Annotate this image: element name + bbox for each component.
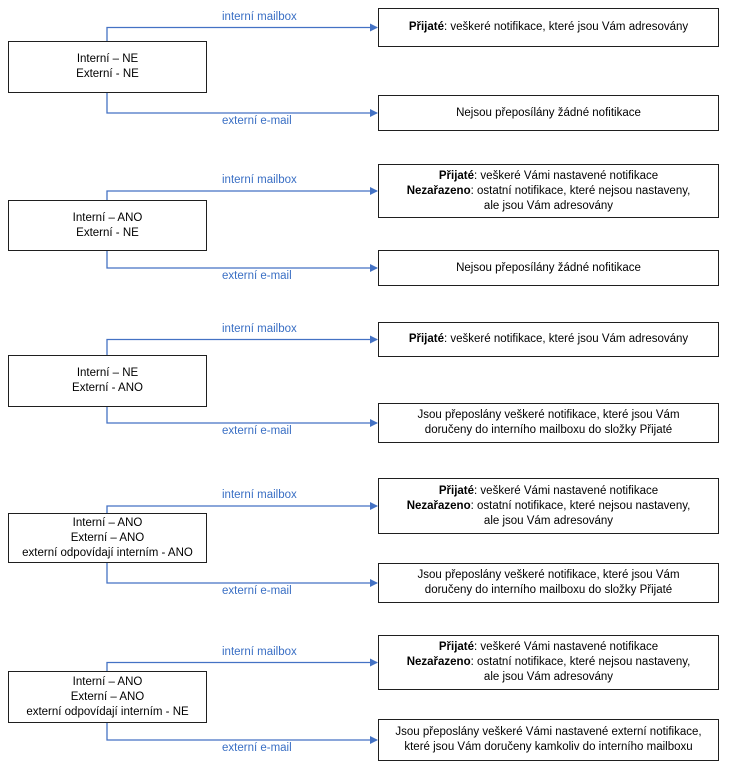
box-line: Nejsou přeposílány žádné nofitikace: [456, 106, 641, 121]
box-line: Přijaté: veškeré notifikace, které jsou …: [409, 20, 688, 35]
external-email-label: externí e-mail: [222, 742, 292, 754]
box-line: Jsou přeposlány veškeré Vámi nastavené e…: [395, 725, 701, 740]
box-line: Nezařazeno: ostatní notifikace, které ne…: [407, 655, 691, 670]
bold-term: Přijaté: [408, 333, 444, 345]
external-result-box: Jsou přeposlány veškeré notifikace, kter…: [378, 563, 719, 603]
external-result-box: Nejsou přeposílány žádné nofitikace: [378, 95, 719, 131]
box-line: ale jsou Vám adresovány: [484, 670, 613, 685]
box-line: Externí - ANO: [72, 382, 143, 394]
box-line: externí odpovídají interním - ANO: [22, 546, 193, 559]
box-line: Nezařazeno: ostatní notifikace, které ne…: [407, 184, 691, 199]
internal-result-box: Přijaté: veškeré notifikace, které jsou …: [378, 322, 719, 357]
bold-term: Přijaté: [438, 484, 475, 497]
internal-mailbox-arrow: [106, 658, 378, 671]
external-email-arrow: [106, 407, 378, 427]
line-text: ale jsou Vám adresovány: [483, 199, 614, 212]
bold-term: Nezařazeno: [406, 656, 471, 668]
internal-mailbox-label: interní mailbox: [222, 10, 297, 23]
line-text: Nejsou přeposílány žádné nofitikace: [456, 261, 641, 274]
box-line: Nejsou přeposílány žádné nofitikace: [456, 261, 641, 276]
source-box: Interní – ANO Externí – ANO externí odpoví…: [8, 671, 207, 723]
box-line: Externí – ANO: [70, 531, 145, 544]
line-text: Jsou přeposlány veškeré Vámi nastavené e…: [395, 726, 702, 738]
internal-result-box: Přijaté: veškeré Vámi nastavené notifika…: [378, 635, 719, 690]
external-email-arrow: [106, 723, 378, 744]
box-line: které jsou Vám doručeny kamkoliv do inte…: [404, 740, 692, 755]
external-email-arrow: [106, 251, 378, 272]
internal-mailbox-label: interní mailbox: [222, 322, 297, 335]
box-line: Interní – NE: [76, 53, 139, 65]
internal-mailbox-arrow: [106, 187, 378, 200]
internal-mailbox-label: interní mailbox: [222, 489, 297, 501]
line-text: Nejsou přeposílány žádné nofitikace: [456, 106, 641, 119]
external-email-label: externí e-mail: [222, 115, 292, 127]
bold-term: Nezařazeno: [406, 499, 471, 512]
internal-mailbox-arrow: [106, 335, 378, 355]
external-result-box: Jsou přeposlány veškeré Vámi nastavené e…: [378, 719, 719, 761]
box-line: doručeny do interního mailboxu do složky…: [425, 423, 672, 438]
box-line: Interní – ANO: [72, 675, 143, 688]
line-text: doručeny do interního mailboxu do složky…: [424, 584, 673, 596]
bold-term: Přijaté: [438, 641, 475, 653]
box-line: Přijaté: veškeré Vámi nastavené notifika…: [439, 169, 658, 184]
box-line: Externí – ANO: [70, 690, 145, 703]
external-result-box: Jsou přeposlány veškeré notifikace, kter…: [378, 403, 719, 443]
box-line: Interní – ANO: [72, 211, 143, 224]
box-line: ale jsou Vám adresovány: [484, 199, 613, 214]
external-email-label: externí e-mail: [222, 425, 292, 437]
line-text: : veškeré Vámi nastavené notifikace: [474, 641, 659, 653]
box-line: Přijaté: veškeré notifikace, které jsou …: [409, 332, 688, 347]
line-text: : veškeré Vámi nastavené notifikace: [474, 169, 659, 182]
box-line: Externí - NE: [76, 226, 139, 239]
line-text: doručeny do interního mailboxu do složky…: [424, 424, 673, 436]
box-line: doručeny do interního mailboxu do složky…: [425, 583, 672, 598]
internal-mailbox-label: interní mailbox: [222, 174, 297, 186]
box-line: Jsou přeposlány veškeré notifikace, kter…: [417, 568, 679, 583]
line-text: : ostatní notifikace, které nejsou nasta…: [470, 656, 691, 668]
internal-mailbox-arrow: [106, 23, 378, 41]
box-line: Jsou přeposlány veškeré notifikace, kter…: [417, 408, 679, 423]
line-text: ale jsou Vám adresovány: [483, 514, 614, 527]
box-line: Externí - NE: [76, 68, 139, 80]
box-line: Přijaté: veškeré Vámi nastavené notifika…: [439, 640, 658, 655]
source-box: Interní – ANO Externí – ANO externí odpoví…: [8, 513, 207, 563]
box-line: Nezařazeno: ostatní notifikace, které ne…: [407, 499, 691, 514]
line-text: Jsou přeposlány veškeré notifikace, kter…: [417, 409, 680, 421]
connector-arrows: [106, 23, 378, 744]
internal-mailbox-arrow: [106, 502, 378, 513]
external-email-arrow: [106, 563, 378, 587]
internal-result-box: Přijaté: veškeré Vámi nastavené notifika…: [378, 478, 719, 534]
internal-result-box: Přijaté: veškeré Vámi nastavené notifika…: [378, 164, 719, 218]
bold-term: Nezařazeno: [406, 184, 471, 197]
bold-term: Přijaté: [408, 21, 444, 33]
internal-result-box: Přijaté: veškeré notifikace, které jsou …: [378, 8, 719, 47]
internal-mailbox-label: interní mailbox: [222, 645, 297, 658]
line-text: : ostatní notifikace, které nejsou nasta…: [470, 499, 691, 512]
line-text: : ostatní notifikace, které nejsou nasta…: [470, 184, 691, 197]
source-box: Interní – NE Externí - ANO: [8, 355, 207, 407]
line-text: které jsou Vám doručeny kamkoliv do inte…: [404, 741, 693, 753]
bold-term: Přijaté: [438, 169, 475, 182]
line-text: : veškeré notifikace, které jsou Vám adr…: [443, 21, 689, 33]
line-text: ale jsou Vám adresovány: [483, 671, 614, 683]
box-line: ale jsou Vám adresovány: [484, 514, 613, 529]
box-line: Interní – NE: [76, 367, 139, 379]
external-result-box: Nejsou přeposílány žádné nofitikace: [378, 250, 719, 286]
line-text: : veškeré notifikace, které jsou Vám adr…: [443, 333, 689, 345]
box-line: externí odpovídají interním - NE: [26, 705, 189, 718]
line-text: Jsou přeposlány veškeré notifikace, kter…: [417, 569, 680, 581]
external-email-label: externí e-mail: [222, 270, 292, 282]
box-line: Přijaté: veškeré Vámi nastavené notifika…: [439, 484, 658, 499]
external-email-arrow: [106, 93, 378, 117]
source-box: Interní – NE Externí - NE: [8, 41, 207, 93]
source-box: Interní – ANO Externí - NE: [8, 200, 207, 251]
box-line: Interní – ANO: [72, 516, 143, 529]
line-text: : veškeré Vámi nastavené notifikace: [474, 484, 659, 497]
external-email-label: externí e-mail: [222, 585, 292, 597]
